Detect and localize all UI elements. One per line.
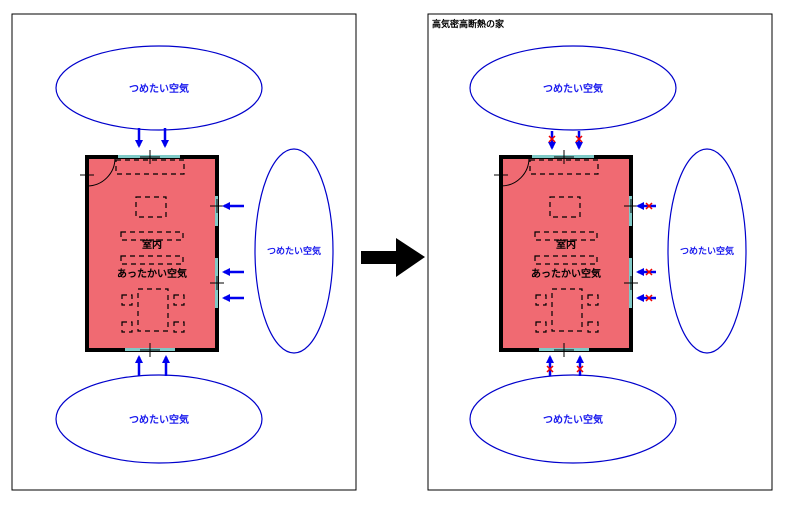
- blocked-x-icon: [645, 268, 653, 276]
- room-air-label: あったかい空気: [117, 267, 187, 280]
- blocked-x-icon: [576, 365, 584, 373]
- cold-air-right-label: つめたい空気: [680, 245, 734, 257]
- room-name-label: 室内: [556, 238, 576, 251]
- cold-air-top-ellipse: [55, 45, 263, 131]
- blocked-x-icon: [645, 294, 653, 302]
- cold-air-bottom-label: つめたい空気: [129, 413, 189, 426]
- cold-air-bottom-ellipse: [469, 374, 677, 464]
- door-icon: [500, 157, 530, 187]
- cold-air-right-label: つめたい空気: [267, 245, 321, 257]
- room-air-label: あったかい空気: [531, 267, 601, 280]
- cold-air-top-label: つめたい空気: [543, 82, 603, 95]
- right-panel-title: 高気密高断熱の家: [432, 18, 505, 30]
- cold-air-right-ellipse: [254, 148, 334, 354]
- blocked-x-icon: [645, 202, 653, 210]
- blocked-marks: [546, 135, 653, 373]
- furniture: [529, 159, 599, 333]
- blocked-x-icon: [548, 135, 556, 143]
- room-floor: [499, 155, 633, 352]
- left-panel: つめたい空気 つめたい空気 つめたい空気: [11, 13, 357, 491]
- cold-air-right-ellipse: [667, 148, 747, 354]
- cold-air-bottom-ellipse: [55, 374, 263, 464]
- room-floor: [85, 155, 219, 352]
- arrow-right-icon: [361, 238, 425, 277]
- furniture: [115, 159, 185, 333]
- blocked-x-icon: [575, 135, 583, 143]
- door-icon: [86, 157, 116, 187]
- cold-air-bottom-label: つめたい空気: [543, 413, 603, 426]
- blocked-x-icon: [546, 365, 554, 373]
- airflow-arrows: [135, 128, 244, 376]
- right-panel: 高気密高断熱の家 つめたい空気 つめたい空気 つめたい空気: [427, 13, 773, 491]
- room-name-label: 室内: [142, 238, 162, 251]
- cold-air-top-label: つめたい空気: [129, 82, 189, 95]
- cold-air-top-ellipse: [469, 45, 677, 131]
